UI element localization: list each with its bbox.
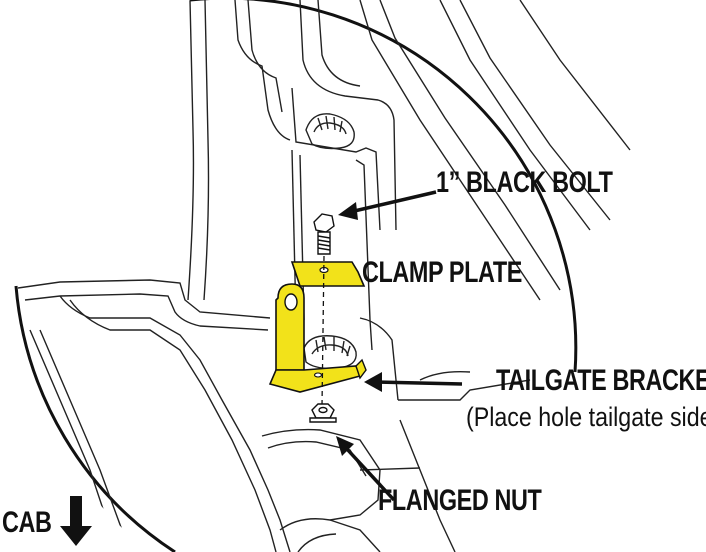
bolt-arrow: [349, 190, 437, 214]
tailgate-bracket-label: TAILGATE BRACKET: [496, 364, 706, 397]
clamp-plate: [290, 261, 366, 287]
bracket-arrow: [377, 380, 463, 386]
black-bolt: [313, 213, 335, 255]
nut-arrow: [344, 446, 396, 502]
tailgate-bracket: [268, 283, 367, 393]
assembly-axis: [321, 255, 325, 407]
cab-label: CAB: [2, 506, 52, 539]
clamp-plate-label: CLAMP PLATE: [362, 256, 522, 289]
arrow-down-icon: [60, 496, 92, 546]
bolt-arrowhead: [338, 202, 358, 220]
tie-down-ring: [303, 335, 357, 370]
flanged-nut: [309, 403, 337, 423]
detail-circle: [14, 0, 578, 552]
bracket-arrowhead: [364, 372, 382, 392]
tailgate-bracket-note: (Place hole tailgate side): [466, 402, 706, 432]
flanged-nut-label: FLANGED NUT: [378, 484, 542, 517]
truck-bed-outline: [18, 0, 631, 552]
nut-arrowhead: [336, 436, 354, 456]
bolt-label: 1” BLACK BOLT: [436, 166, 613, 199]
leader-arrows: [336, 190, 463, 502]
